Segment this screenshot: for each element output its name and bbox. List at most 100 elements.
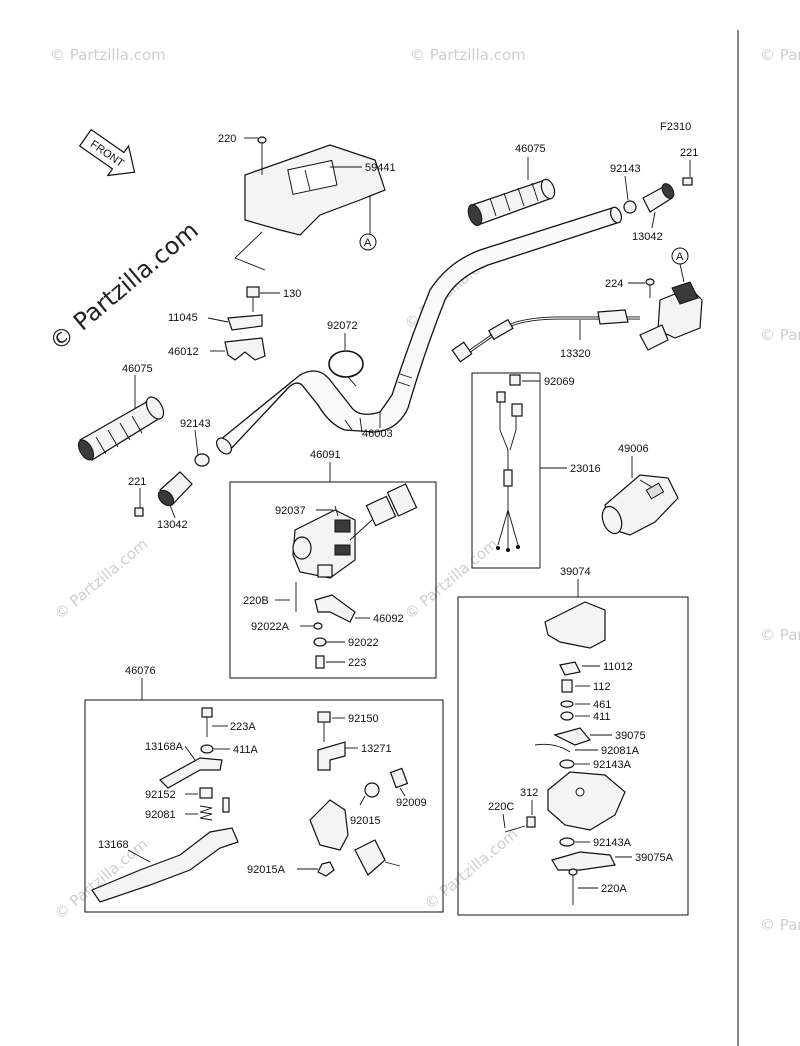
washer-411-icon	[560, 711, 574, 721]
watermark-text: © Partzilla.com	[760, 46, 800, 64]
part-label-411A: 411A	[233, 744, 259, 756]
switch-92009-icon	[389, 767, 409, 789]
lever-assembly-box	[84, 699, 444, 913]
throttle-housing-icon	[639, 281, 703, 351]
watermark-text: © Partzilla.com	[401, 535, 501, 623]
brake-lever-13168-icon	[91, 827, 239, 903]
lever-bracket-icon	[309, 799, 401, 876]
cover-39074-icon	[544, 601, 606, 649]
handlebar-cover	[244, 144, 386, 236]
watermark-text: © Partzilla.com	[51, 535, 151, 623]
part-label-92072: 92072	[327, 320, 358, 332]
washer-411A-icon	[200, 744, 214, 754]
figure-code: F2310	[660, 121, 691, 133]
ref-label-a: A	[364, 237, 372, 249]
part-label-59441: 59441	[365, 162, 396, 174]
gear-92015-icon	[364, 782, 380, 798]
part-label-46012: 46012	[168, 346, 199, 358]
clamp-46012-icon	[224, 337, 266, 361]
part-label-46003: 46003	[362, 428, 393, 440]
nut-92015A-icon	[317, 861, 335, 877]
handlebar-icon	[216, 206, 623, 455]
part-label-39074: 39074	[560, 566, 591, 578]
part-label-92022: 92022	[348, 637, 379, 649]
wire-harness-23016-icon	[496, 391, 523, 552]
cam-39075A-icon	[551, 851, 616, 871]
bolt-92150-icon	[317, 711, 331, 742]
bushing-92143A-2-icon	[559, 837, 575, 847]
watermark-text: © Partzilla.com	[760, 916, 800, 934]
bolt-224-icon	[645, 278, 655, 298]
part-label-13042-right: 13042	[632, 231, 663, 243]
lever-46092-icon	[314, 594, 356, 623]
screw-223A-icon	[201, 707, 213, 737]
part-label-46092: 46092	[373, 613, 404, 625]
part-label-92015: 92015	[350, 815, 381, 827]
harness-bracket	[471, 372, 540, 569]
part-label-11012: 11012	[603, 661, 633, 673]
part-label-92143-right: 92143	[610, 163, 641, 175]
bar-end-13042-right-icon	[642, 183, 675, 213]
switch-assembly-box	[229, 481, 437, 679]
part-label-13320: 13320	[560, 348, 591, 360]
part-label-46076: 46076	[125, 665, 156, 677]
part-label-411: 411	[593, 711, 611, 723]
connector-92069-icon	[509, 374, 521, 386]
part-label-39075A: 39075A	[635, 852, 674, 864]
part-label-46075-right: 46075	[515, 143, 546, 155]
bolt-220-icon	[257, 136, 267, 175]
watermark-large: © Partzilla.com	[44, 216, 204, 356]
part-label-92069: 92069	[544, 376, 575, 388]
part-label-92081: 92081	[145, 809, 176, 821]
part-label-92081A: 92081A	[601, 745, 640, 757]
part-label-92143A-2: 92143A	[593, 837, 632, 849]
bracket-13271-icon	[317, 741, 346, 771]
part-label-92143A-1: 92143A	[593, 759, 632, 771]
bolt-112-icon	[561, 679, 573, 693]
spring-92081A-icon	[534, 743, 571, 753]
part-label-13168: 13168	[98, 839, 129, 851]
screw-223-icon	[315, 655, 325, 669]
spring-92081-icon	[199, 797, 230, 821]
part-label-130: 130	[283, 288, 301, 300]
part-label-92152: 92152	[145, 789, 176, 801]
part-label-224: 224	[605, 278, 623, 290]
lever-set-box	[457, 596, 689, 916]
pin-92037-icon	[334, 505, 339, 517]
band-92072-icon	[328, 350, 364, 387]
part-label-223A: 223A	[230, 721, 256, 733]
right-grip-icon	[467, 178, 556, 227]
part-label-92009: 92009	[396, 797, 427, 809]
bracket-13168A-icon	[159, 757, 223, 789]
lever-housing-icon	[547, 771, 626, 831]
watermark-text: © Partzilla.com	[760, 626, 800, 644]
bolt-130-icon	[246, 286, 260, 312]
part-label-13042-left: 13042	[157, 519, 188, 531]
part-label-11045: 11045	[168, 312, 198, 324]
part-label-46091: 46091	[310, 449, 341, 461]
part-label-223: 223	[348, 657, 366, 669]
screw-221-left-icon	[134, 507, 144, 517]
washer-92022-icon	[313, 637, 327, 647]
clip-11012-icon	[559, 661, 581, 676]
bolt-220C-icon	[504, 825, 526, 833]
part-label-312: 312	[520, 787, 538, 799]
part-label-220B: 220B	[243, 595, 269, 607]
spacer-92143-left-icon	[194, 453, 210, 467]
screw-221-right-icon	[682, 177, 693, 186]
part-label-92143-left: 92143	[180, 418, 211, 430]
ref-circle-a	[359, 233, 377, 251]
part-label-112: 112	[593, 681, 611, 693]
part-label-46075-left: 46075	[122, 363, 153, 375]
part-label-49006: 49006	[618, 443, 649, 455]
bushing-92143A-icon	[559, 759, 575, 769]
part-label-220C: 220C	[488, 801, 514, 813]
spacer-92143-right-icon	[623, 200, 637, 214]
part-label-220: 220	[218, 133, 236, 145]
part-label-39075: 39075	[615, 730, 646, 742]
part-label-92015A: 92015A	[247, 864, 286, 876]
part-label-13271: 13271	[361, 743, 392, 755]
ref-label-a: A	[676, 251, 684, 263]
part-label-92037: 92037	[275, 505, 306, 517]
watermark-text: © Partzilla.com	[421, 825, 521, 913]
